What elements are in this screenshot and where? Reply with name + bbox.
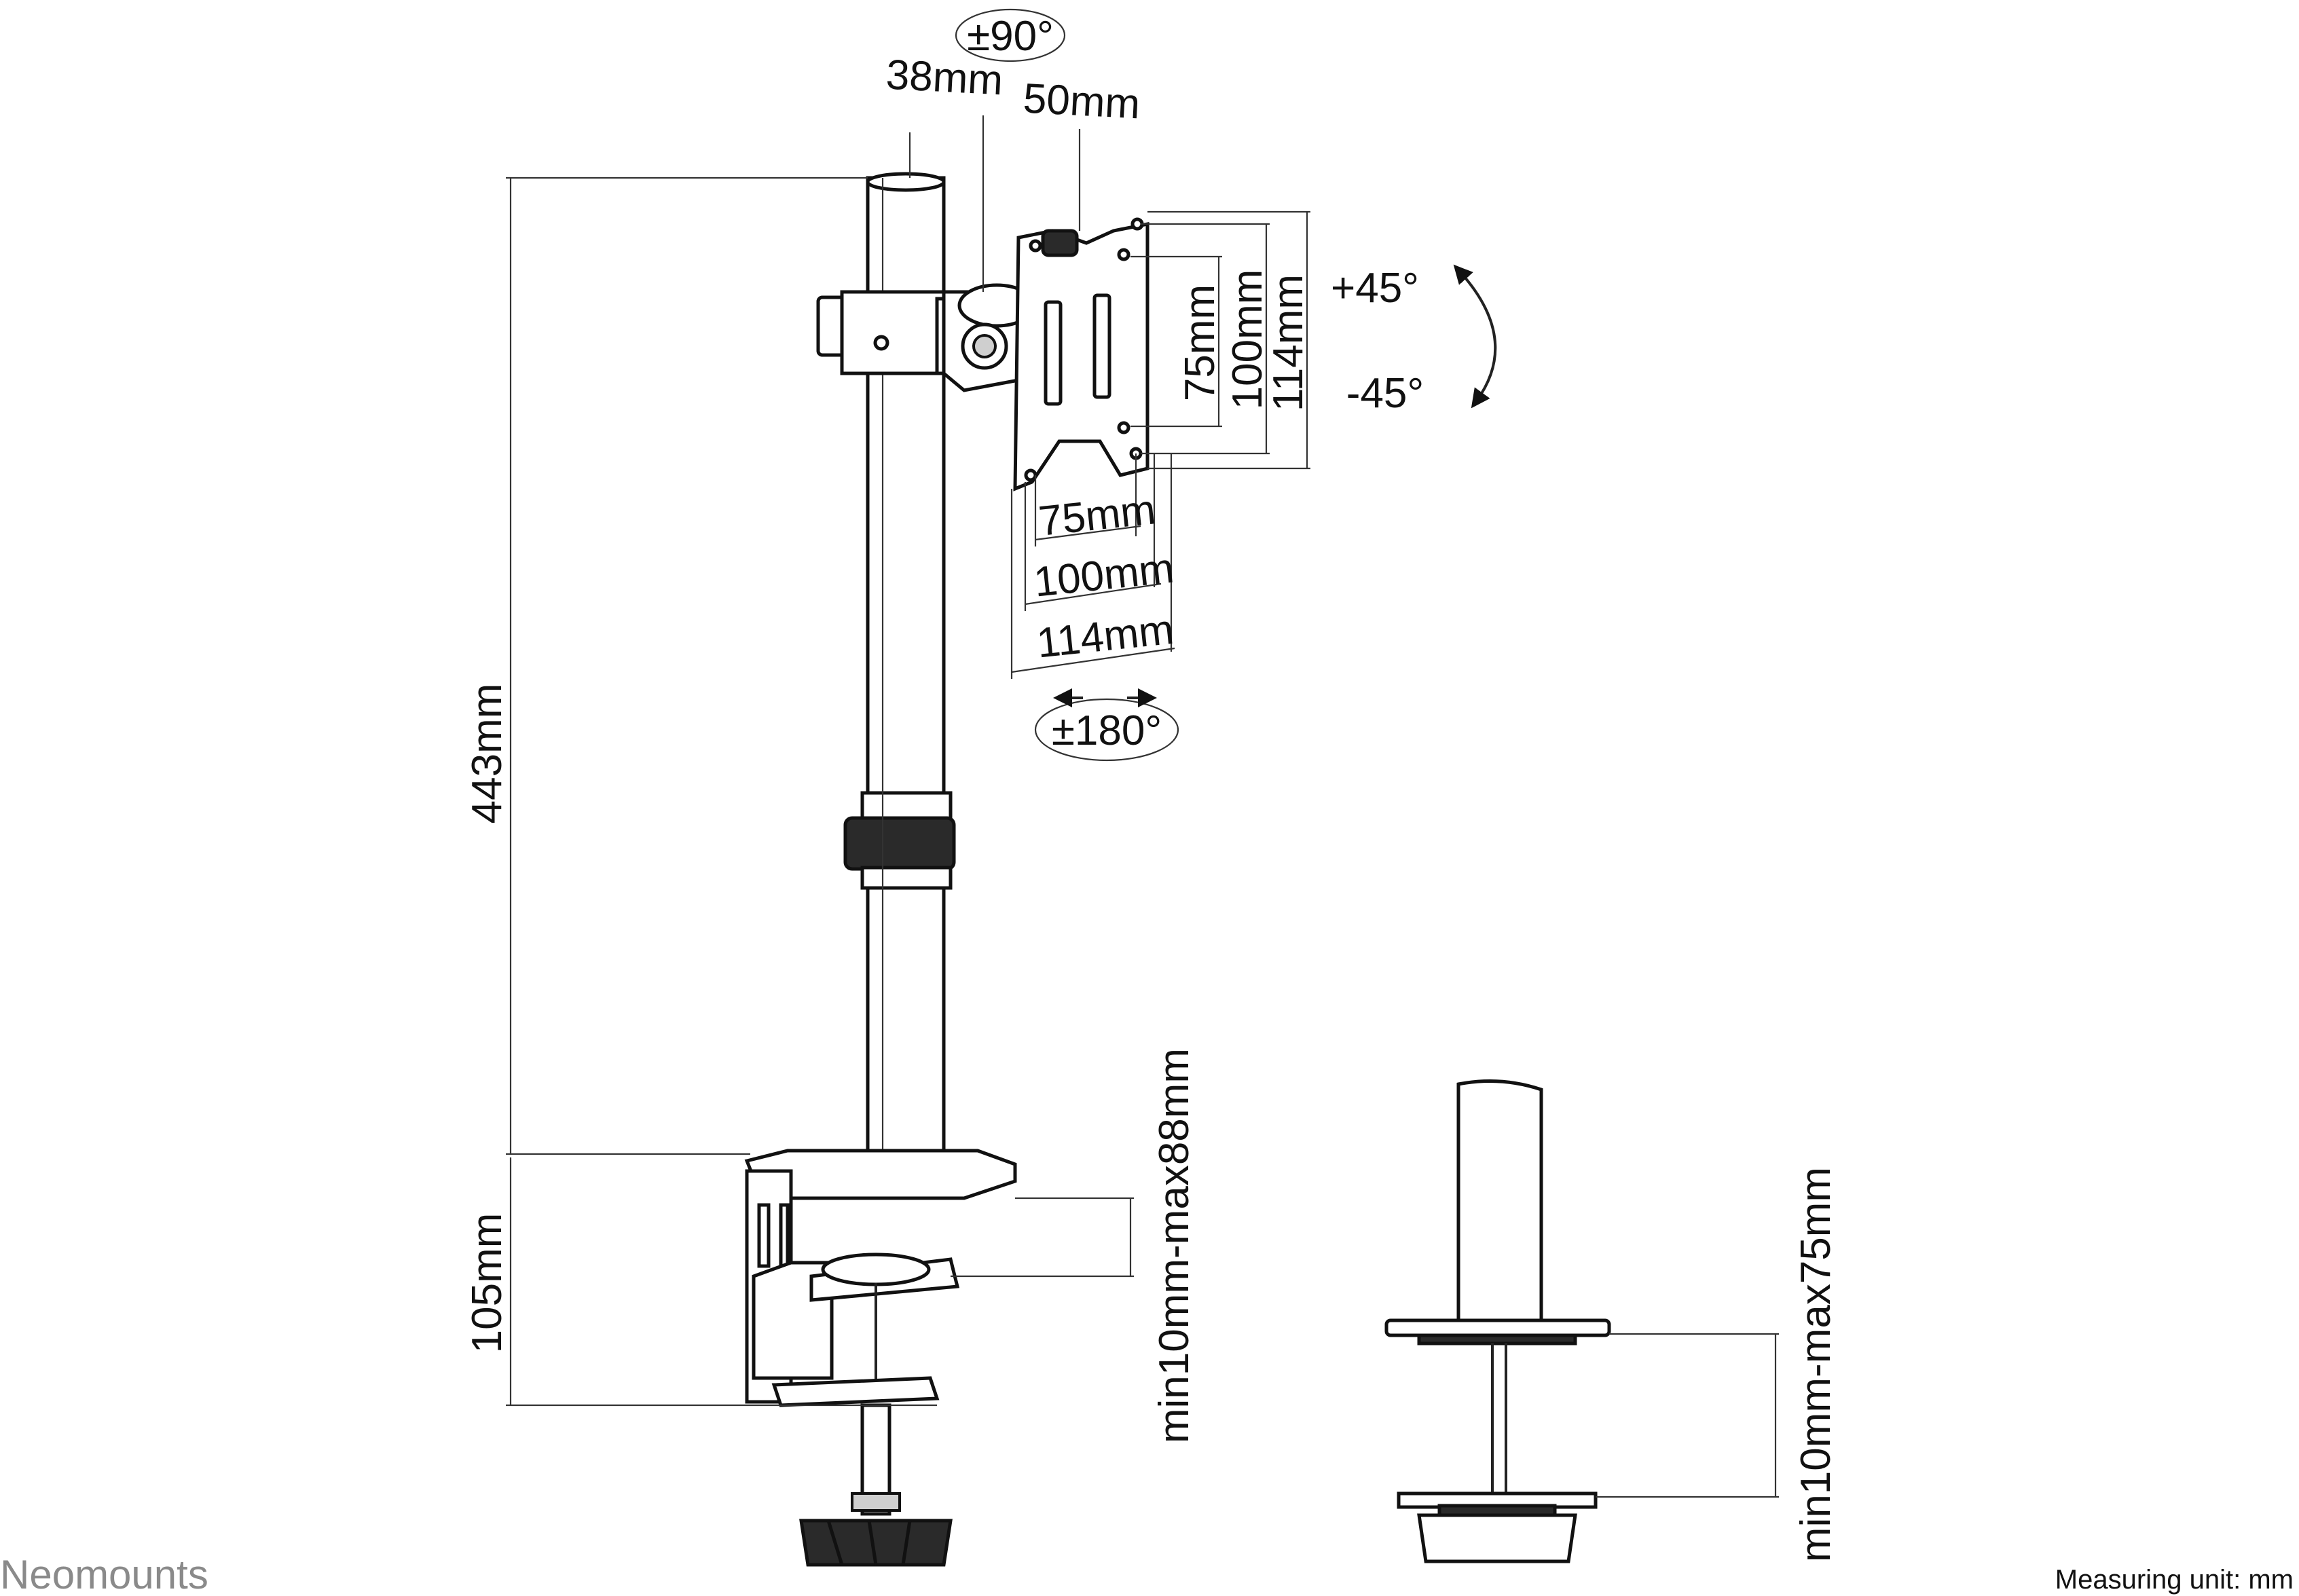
vesa-horizontal-75-label: 75mm	[1037, 486, 1158, 545]
rotation-label: ±180°	[1052, 707, 1162, 754]
vesa-vertical-75-label: 75mm	[1177, 284, 1224, 401]
vesa-horizontal-114-label: 114mm	[1035, 606, 1176, 667]
vesa-vertical-100-label: 100mm	[1224, 270, 1271, 410]
measuring-unit-label: Measuring unit: mm	[2055, 1565, 2294, 1595]
vesa-horizontal-100-label: 100mm	[1031, 544, 1176, 606]
swivel-label: ±90°	[967, 13, 1054, 60]
clamp-range-label: min10mm-max88mm	[1151, 1048, 1198, 1443]
vesa-vertical-114-label: 114mm	[1265, 274, 1312, 411]
tilt-down-label: -45°	[1346, 370, 1424, 417]
total-height-label: 443mm	[464, 684, 511, 824]
arm-depth-label-a: 38mm	[885, 52, 1004, 105]
grommet-range-label: min10mm-max75mm	[1792, 1167, 1839, 1562]
grommet-mount	[1384, 1079, 1611, 1563]
dimension-lines	[506, 115, 1779, 1498]
arm-depth-label-b: 50mm	[1022, 75, 1141, 128]
clamp-height-label: 105mm	[464, 1213, 511, 1354]
tilt-up-label: +45°	[1331, 265, 1419, 312]
desk-clamp	[744, 1149, 1017, 1567]
brand-logo: Neomounts	[0, 1552, 208, 1596]
vesa-plate	[1013, 217, 1150, 491]
rotation-indicators	[955, 8, 1497, 762]
